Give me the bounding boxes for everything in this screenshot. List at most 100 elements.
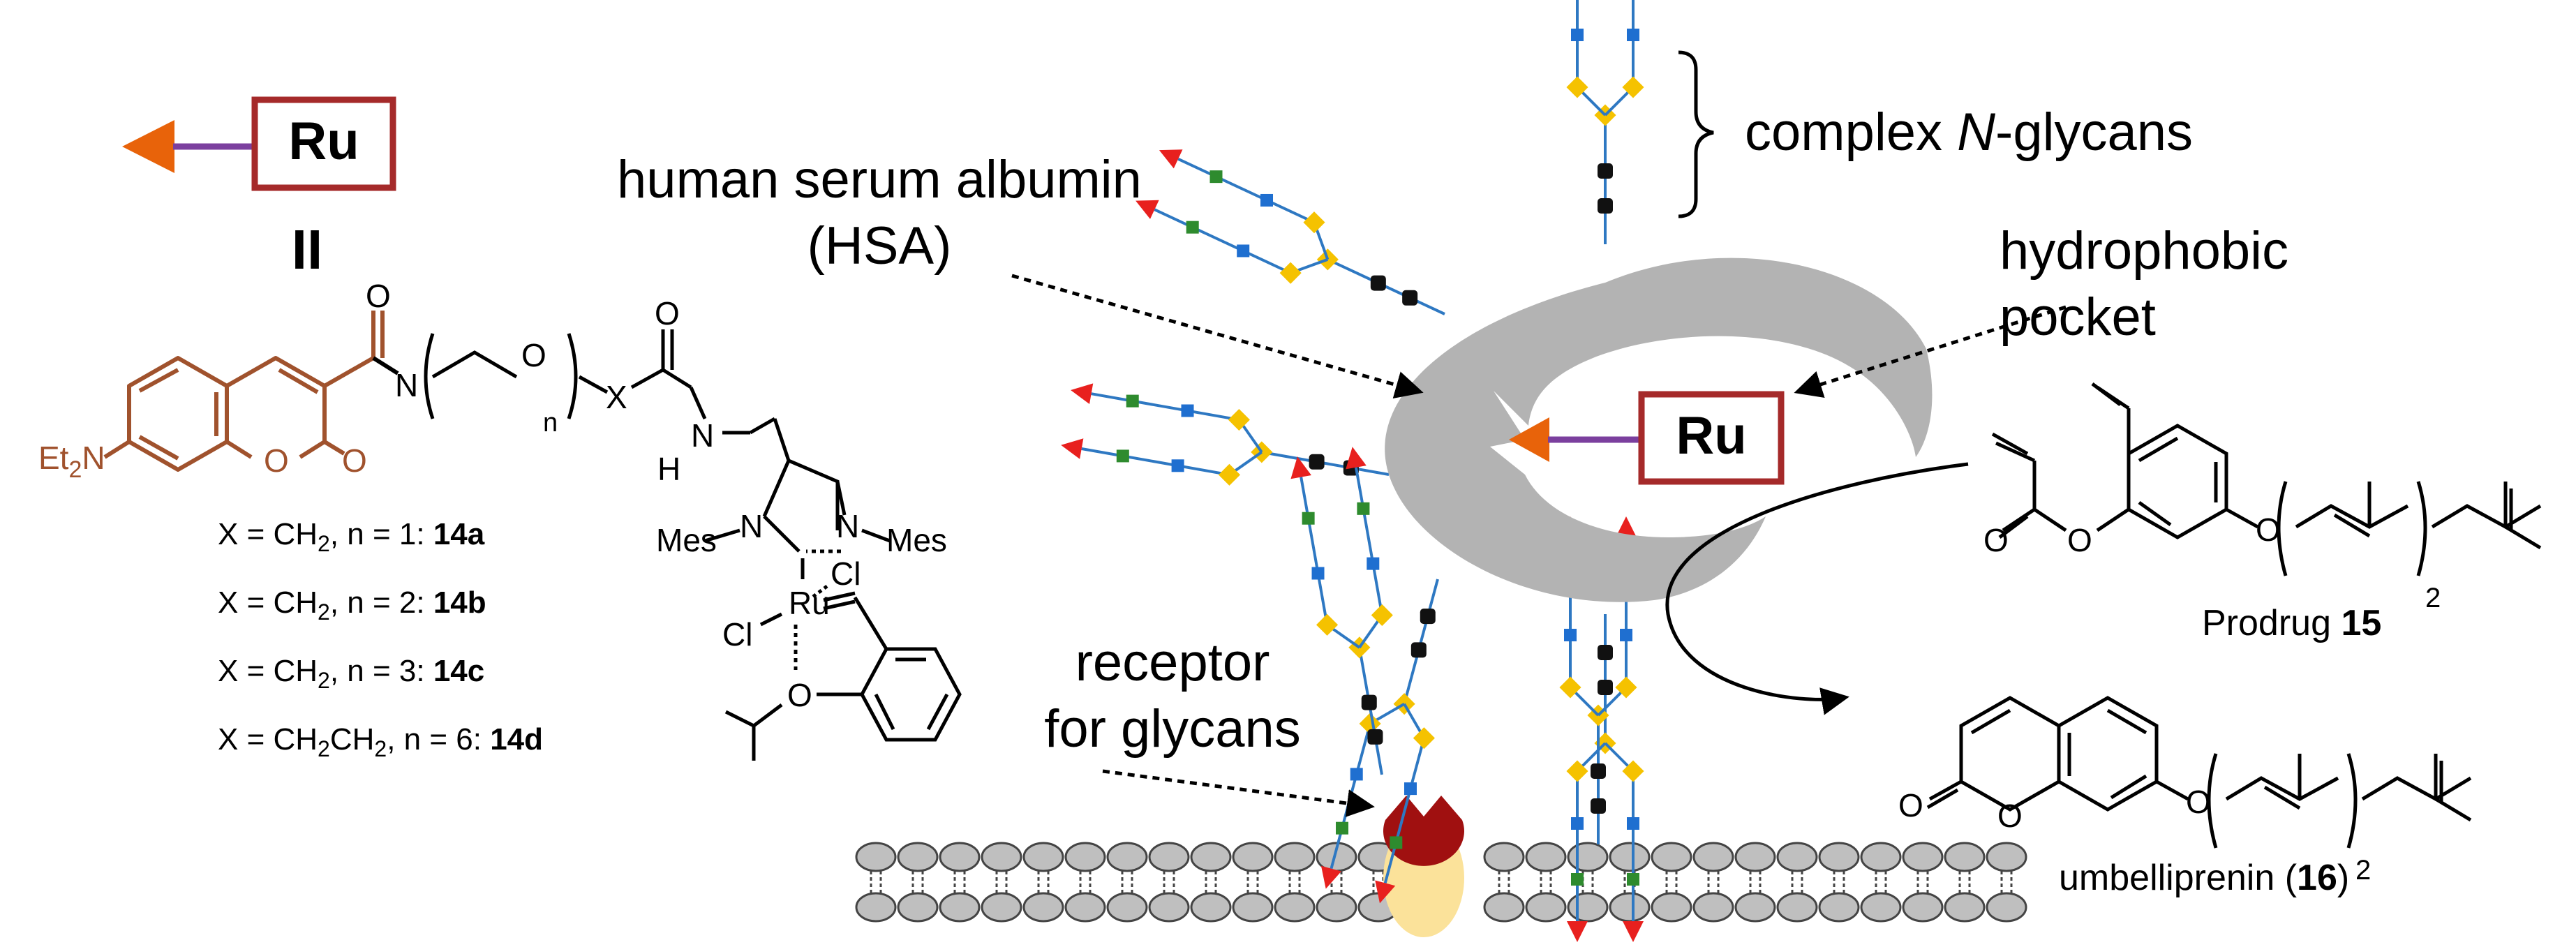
membrane-outer-lipid <box>1483 842 1525 872</box>
variant-14a: X = CH2, n = 1: 14a <box>218 517 485 556</box>
complex-glycans-brace <box>1678 50 1714 218</box>
membrane-outer-lipid <box>1860 842 1902 872</box>
hsa-arrow <box>1011 274 1424 399</box>
glycan-yellow-diamond <box>1559 676 1581 699</box>
glycan-blue-square <box>1404 782 1417 796</box>
glycan-blue-square <box>1620 629 1632 641</box>
x-label: X <box>606 379 627 415</box>
glycan-blue-square <box>1367 557 1380 570</box>
membrane-outer-lipid <box>1274 842 1316 872</box>
prodrug-ether-o: O <box>2256 512 2281 548</box>
glycan-bond <box>1177 157 1315 224</box>
membrane-inner-lipid <box>1316 892 1357 923</box>
prodrug-carbonyl-o: O <box>1983 522 2009 558</box>
glycan-yellow-diamond <box>1303 211 1325 234</box>
glycan-red-triangle <box>1375 880 1396 904</box>
amide-o-label: O <box>366 278 391 314</box>
h2-label: H <box>657 451 680 487</box>
glycan-yellow-diamond <box>1359 713 1381 735</box>
amide-n-label: N <box>395 367 418 403</box>
membrane-outer-lipid <box>897 842 939 872</box>
pocket-triangle-icon <box>1509 417 1549 462</box>
glycan-blue-square <box>1627 817 1639 830</box>
glycan-yellow-diamond <box>1413 727 1435 750</box>
membrane-outer-lipid <box>1148 842 1190 872</box>
umbelliprenin-16-structure <box>1926 696 2472 849</box>
umbelliprenin-ring-o: O <box>1997 798 2023 834</box>
et2n-label: Et2N <box>38 440 105 483</box>
variant-14c: X = CH2, n = 3: 14c <box>218 654 484 693</box>
receptor-arrow <box>1102 769 1375 817</box>
membrane-outer-lipid <box>1609 842 1651 872</box>
albumin-protein <box>1385 258 1933 602</box>
glycan-black-square <box>1370 275 1386 291</box>
glycan-green-square <box>1390 836 1403 849</box>
glycan-black-square <box>1598 163 1613 179</box>
glycan-black-square <box>1361 694 1377 710</box>
glycan-chains <box>1061 0 1644 942</box>
glycan-red-triangle <box>1290 456 1311 479</box>
ru-label: Ru <box>789 585 830 621</box>
n2-label: N <box>691 417 714 454</box>
nhc-n-right-label: N <box>836 508 859 544</box>
ether-o-label: O <box>787 677 812 713</box>
glycan-blue-square <box>1571 29 1584 41</box>
membrane-inner-lipid <box>1274 892 1316 923</box>
umbelliprenin-repeat-sub: 2 <box>2355 855 2371 886</box>
glycan-black-square <box>1402 290 1418 306</box>
peg-o-label: O <box>521 337 546 373</box>
glycan-red-triangle <box>1061 438 1084 459</box>
membrane-inner-lipid <box>1609 892 1651 923</box>
glycan-green-square <box>1336 821 1349 835</box>
glycan-yellow-diamond <box>1228 408 1250 431</box>
membrane-inner-lipid <box>1860 892 1902 923</box>
membrane-inner-lipid <box>1818 892 1860 923</box>
membrane-outer-lipid <box>1567 842 1609 872</box>
glycan-receptor <box>1383 796 1464 937</box>
glycan-red-triangle <box>1623 921 1644 942</box>
glycan-yellow-diamond <box>1566 760 1588 782</box>
membrane-outer-lipid <box>1651 842 1692 872</box>
lactone-o-label: O <box>342 442 367 479</box>
membrane-inner-lipid <box>1190 892 1232 923</box>
glycan-yellow-diamond <box>1622 76 1644 98</box>
ru-conjugate-icon: Ru <box>122 96 396 191</box>
glycan-red-triangle <box>1320 865 1341 889</box>
glycan-yellow-diamond <box>1371 604 1393 627</box>
glycan-bond <box>1327 258 1445 315</box>
glycan-red-triangle <box>1346 447 1367 470</box>
albumin-shape <box>1385 258 1933 602</box>
glycan-bond <box>1383 738 1426 883</box>
glycan-yellow-diamond <box>1218 463 1241 486</box>
variant-14d: X = CH2CH2, n = 6: 14d <box>218 722 543 761</box>
hsa-label-line2: (HSA) <box>807 216 952 276</box>
receptor-label-line2: for glycans <box>1044 699 1301 759</box>
membrane-outer-lipid <box>981 842 1022 872</box>
glycan-blue-square <box>1181 404 1194 417</box>
structure-14: Et2N O O O N H O n X O N H <box>38 278 962 761</box>
glycan-bond <box>1261 450 1390 476</box>
membrane-outer-lipid <box>1734 842 1776 872</box>
mes-right-label: Mes <box>886 522 947 558</box>
glycan-black-square <box>1309 454 1325 470</box>
complex-glycans-label: complex N-glycans <box>1745 103 2193 162</box>
glycan-blue-square <box>1171 459 1184 472</box>
glycan-blue-square <box>1627 29 1639 41</box>
glycan-blue-square <box>1564 629 1577 641</box>
glycan-bond <box>1081 447 1230 477</box>
glycan-green-square <box>1186 221 1199 234</box>
glycan-green-square <box>1302 512 1315 525</box>
membrane-inner-lipid <box>1902 892 1944 923</box>
membrane-inner-lipid <box>855 892 897 923</box>
glycan-bond <box>1357 647 1383 775</box>
membrane-inner-lipid <box>1148 892 1190 923</box>
variant-list: X = CH2, n = 1: 14a X = CH2, n = 2: 14b … <box>218 517 543 761</box>
membrane-inner-lipid <box>1022 892 1064 923</box>
ru-box <box>251 96 396 191</box>
membrane-inner-lipid <box>1232 892 1274 923</box>
orange-triangle-icon <box>122 120 174 173</box>
glycan-blue-square <box>1571 817 1584 830</box>
pocket-ru-label: Ru <box>1676 406 1746 465</box>
glycan-bond <box>1355 467 1384 616</box>
